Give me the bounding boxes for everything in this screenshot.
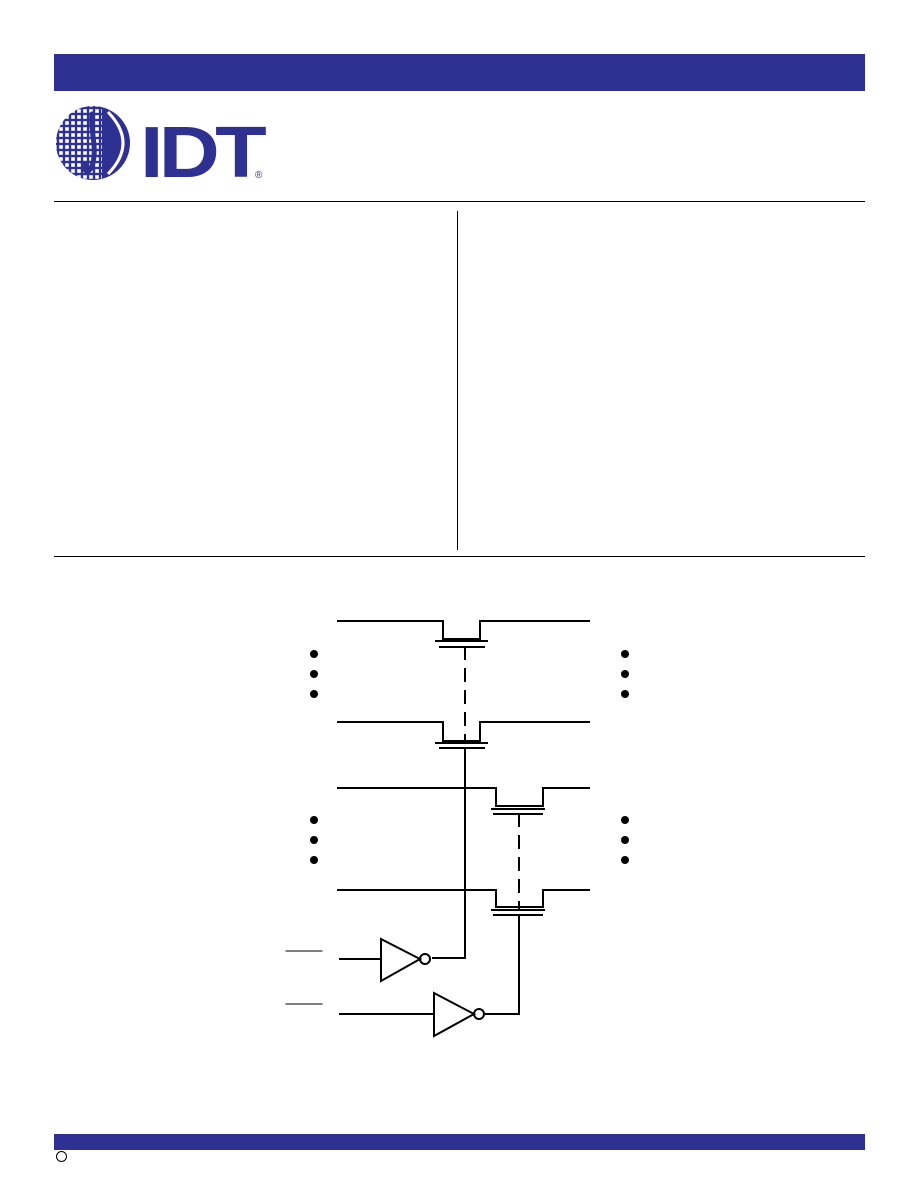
enable-inverter-1 bbox=[285, 937, 431, 983]
bus-switch-transistor-1 bbox=[337, 620, 590, 648]
globe-icon bbox=[56, 106, 130, 180]
bus-switch-transistor-2 bbox=[337, 721, 590, 749]
functional-block-diagram bbox=[285, 620, 590, 1038]
idt-logo: IDT ® bbox=[56, 106, 271, 182]
bus-switch-transistor-3 bbox=[337, 787, 590, 815]
column-divider bbox=[457, 211, 458, 550]
copyright-mark bbox=[56, 1151, 67, 1162]
footer-bar bbox=[54, 1134, 865, 1150]
continuation-dots bbox=[310, 650, 318, 864]
bus-switch-transistor-4 bbox=[337, 889, 590, 916]
logo-text: IDT bbox=[140, 113, 267, 182]
gate-line-left bbox=[432, 747, 466, 959]
header-bar bbox=[54, 54, 865, 91]
enable-inverter-2 bbox=[285, 991, 485, 1038]
gate-line-right bbox=[485, 914, 520, 1015]
section-rule bbox=[54, 556, 865, 557]
registered-mark: ® bbox=[255, 170, 263, 181]
header-rule bbox=[54, 201, 865, 202]
continuation-dots-right-group bbox=[621, 650, 629, 864]
